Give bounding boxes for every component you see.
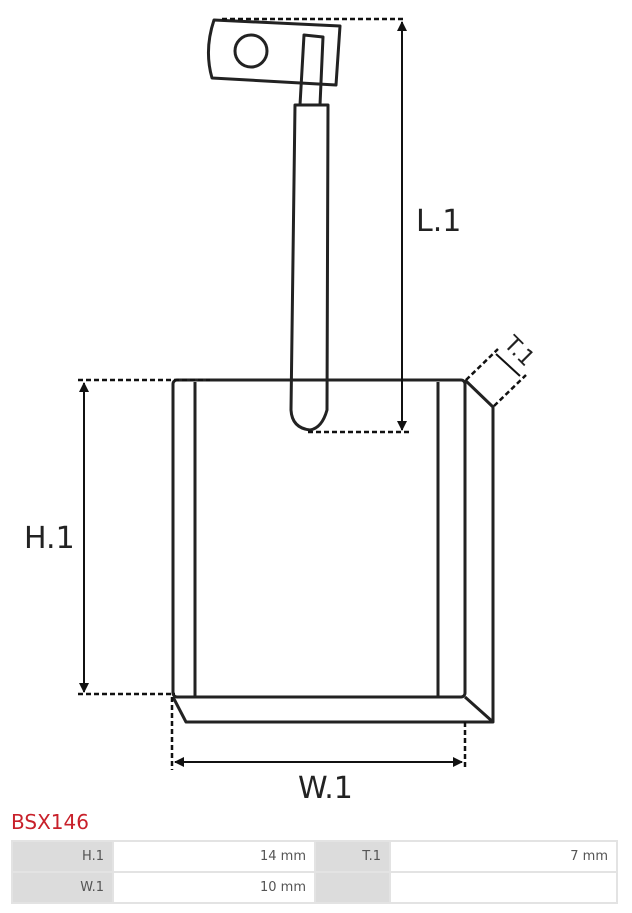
terminal-crimp [298, 33, 325, 107]
width-label: W.1 [298, 771, 353, 805]
carbon-brush-diagram: L.1 H.1 W.1 T.1 [24, 17, 539, 805]
spec-label [316, 873, 389, 902]
shunt-wire [289, 103, 330, 432]
product-code: BSX146 [11, 810, 89, 834]
brush-side-face [463, 378, 495, 724]
spec-label: W.1 [13, 873, 112, 902]
terminal-hole [233, 33, 269, 69]
length-label: L.1 [416, 204, 461, 239]
thickness-dimension-arrow [495, 353, 521, 377]
thickness-label: T.1 [498, 331, 539, 372]
brush-bottom-face [171, 696, 493, 724]
brush-front-face [171, 378, 467, 699]
spec-label: T.1 [316, 842, 389, 871]
spec-label: H.1 [13, 842, 112, 871]
terminal-lug [207, 18, 342, 87]
spec-value: 14 mm [114, 842, 314, 871]
spec-value [391, 873, 616, 902]
table-row: H.1 14 mm T.1 7 mm [13, 842, 616, 871]
specs-table: H.1 14 mm T.1 7 mm W.1 10 mm [11, 840, 618, 904]
spec-value: 10 mm [114, 873, 314, 902]
spec-value: 7 mm [391, 842, 616, 871]
table-row: W.1 10 mm [13, 873, 616, 902]
height-label: H.1 [24, 521, 75, 556]
